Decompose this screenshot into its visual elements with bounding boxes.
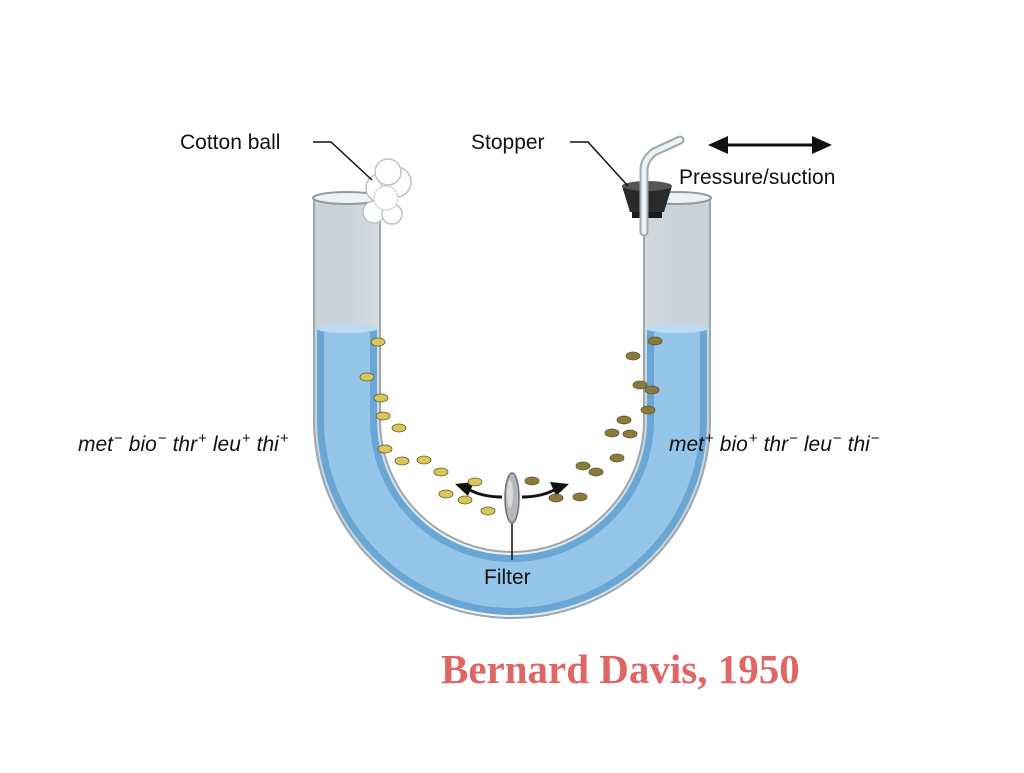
bacterial-cell <box>575 461 591 471</box>
bacterial-cell <box>359 372 375 382</box>
gene-sign: − <box>832 430 842 447</box>
gene-sign: − <box>157 430 167 447</box>
gene-sign: + <box>748 430 758 447</box>
genotype-left-strain: met−bio−thr+leu+thi+ <box>78 430 289 457</box>
bacterial-cell <box>604 428 620 438</box>
gene-name: thr <box>172 433 198 456</box>
bacterial-cell <box>416 455 432 465</box>
genotype-right-strain: met+bio+thr−leu−thi− <box>669 430 880 457</box>
bacterial-cell <box>438 489 454 499</box>
genotype-gene: thi+ <box>256 430 289 456</box>
cells-left-group <box>359 337 496 516</box>
liquid-surface-right <box>647 325 707 333</box>
gene-sign: − <box>870 430 880 447</box>
bacterial-cell <box>622 429 638 439</box>
gene-sign: + <box>198 430 207 447</box>
bacterial-cell <box>524 476 540 486</box>
bacterial-cell <box>391 423 407 433</box>
genotype-gene: bio− <box>128 430 173 456</box>
bacterial-cell <box>588 467 604 477</box>
gene-name: leu <box>803 433 832 456</box>
genotype-gene: leu− <box>803 430 848 456</box>
bacterial-cell <box>548 493 564 503</box>
liquid-surface-left <box>317 325 377 333</box>
suction-pipe-inner <box>641 137 683 235</box>
cotton-ball-leader-line <box>313 141 373 181</box>
gene-sign: − <box>789 430 798 447</box>
gene-sign: + <box>241 430 251 447</box>
gene-name: met <box>78 433 114 456</box>
bacterial-cell <box>370 337 386 347</box>
bacterial-cell <box>616 415 632 425</box>
gene-name: thi <box>256 433 279 456</box>
bacterial-cell <box>394 456 410 466</box>
bacterial-cell <box>373 393 389 403</box>
bacterial-cell <box>644 385 660 395</box>
cotton-ball-label: Cotton ball <box>180 131 281 154</box>
bacterial-cell <box>377 444 393 454</box>
genotype-gene: met+ <box>669 430 720 456</box>
cotton-ball <box>362 158 412 225</box>
gene-name: bio <box>128 433 157 456</box>
gene-sign: − <box>114 430 123 447</box>
gene-name: thi <box>847 433 870 456</box>
genotype-gene: thi− <box>847 430 880 456</box>
pressure-suction-arrow <box>708 136 832 154</box>
bacterial-cell <box>467 477 483 487</box>
bacterial-cell <box>647 336 663 346</box>
caption: Bernard Davis, 1950 <box>441 646 800 692</box>
bacterial-cell <box>457 495 473 505</box>
bacterial-cell <box>632 380 648 390</box>
bacterial-cell <box>640 405 656 415</box>
stopper-leader-line <box>570 141 629 187</box>
bacterial-cell <box>480 506 496 516</box>
gene-name: bio <box>719 433 748 456</box>
gene-name: met <box>669 433 705 456</box>
bacterial-cell <box>375 411 391 421</box>
bacterial-cell <box>433 467 449 477</box>
filter-label: Filter <box>484 566 531 589</box>
exchange-arrows <box>455 482 569 499</box>
cells-right-group <box>524 336 663 503</box>
gene-sign: + <box>279 430 289 447</box>
genotype-gene: thr− <box>763 430 804 456</box>
filter-disc <box>504 472 520 524</box>
stopper-label: Stopper <box>471 131 545 154</box>
bacterial-cell <box>572 492 588 502</box>
genotype-gene: thr+ <box>172 430 213 456</box>
bacterial-cell <box>609 453 625 463</box>
genotype-gene: bio+ <box>719 430 764 456</box>
liquid-medium-highlight <box>324 332 700 608</box>
gene-name: thr <box>763 433 789 456</box>
gene-sign: + <box>705 430 714 447</box>
pressure-suction-label: Pressure/suction <box>679 166 836 189</box>
bacterial-cell <box>625 351 641 361</box>
gene-name: leu <box>212 433 241 456</box>
genotype-gene: leu+ <box>212 430 257 456</box>
genotype-gene: met− <box>78 430 129 456</box>
